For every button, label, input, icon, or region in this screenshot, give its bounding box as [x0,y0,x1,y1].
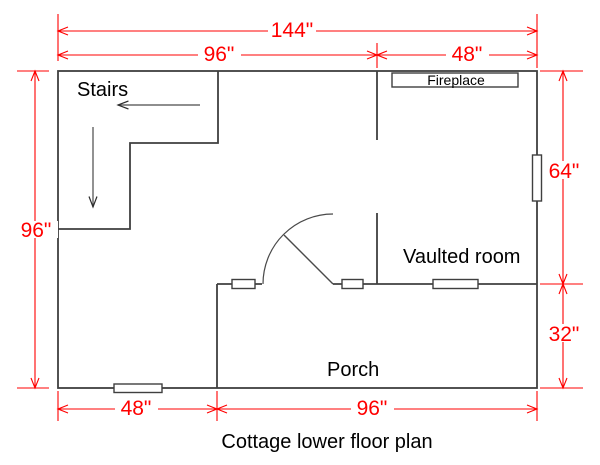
dim-text-bg-top-total [268,21,316,39]
door-swing-arc [262,213,334,285]
door-leaf [283,234,334,285]
dim-text-top-total: 144" [271,19,314,42]
dim-text-top-left: 96" [204,43,235,66]
dim-text-bottom-left: 48" [121,397,152,420]
plan-title: Cottage lower floor plan [221,431,432,453]
fireplace-box [391,72,519,88]
vaulted-room-label: Vaulted room [403,246,520,268]
dim-text-bg-right-lower [544,324,585,342]
window-interior-wide [432,278,479,290]
window-interior-left [231,278,256,290]
window-right-wall [531,154,543,202]
dim-text-top-right: 48" [452,43,483,66]
stairs-enclosure-wall [58,71,219,230]
dim-text-bg-right-upper [544,161,585,179]
window-interior-middle [341,278,364,290]
dim-text-right-lower: 32" [549,323,580,346]
dim-text-bg-top-left [198,46,241,63]
dim-text-bg-left-height [14,221,58,238]
dim-text-bg-bottom-left [115,400,158,417]
stairs-label: Stairs [77,79,128,101]
porch-label: Porch [327,359,379,381]
dim-text-bg-top-right [446,46,489,63]
dim-text-bg-bottom-right [351,400,394,417]
dim-text-left-height: 96" [21,219,52,242]
dim-text-bottom-right: 96" [357,397,388,420]
dim-text-right-upper: 64" [549,160,580,183]
fireplace-label: Fireplace [427,72,485,88]
window-bottom-wall [113,383,163,394]
